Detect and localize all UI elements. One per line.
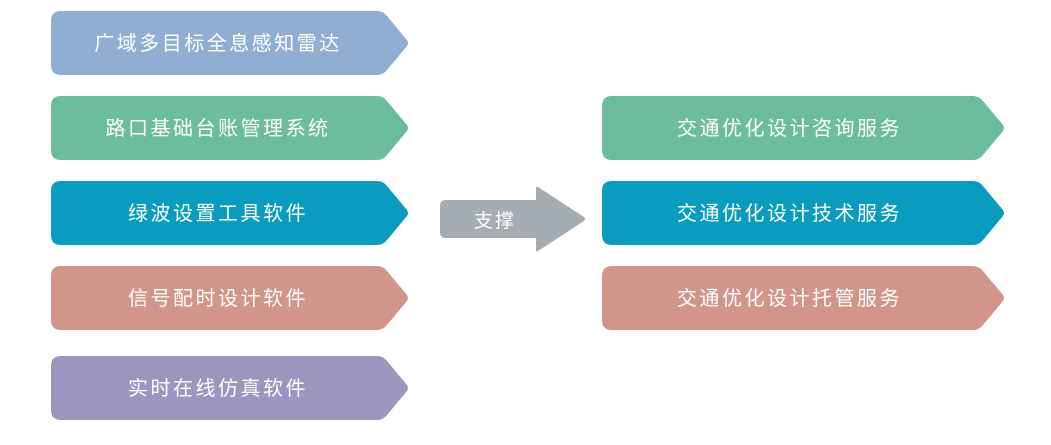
product-chevron-4[interactable]: 信号配时设计软件 bbox=[51, 266, 409, 330]
product-chevron-2-label: 路口基础台账管理系统 bbox=[105, 116, 331, 140]
chevron-shape bbox=[51, 96, 408, 160]
support-arrow-label: 支撑 bbox=[473, 209, 516, 232]
product-chevron-4-label: 信号配时设计软件 bbox=[128, 286, 308, 310]
chevron-shape bbox=[51, 356, 408, 420]
chevron-shape bbox=[602, 266, 1004, 330]
service-chevron-1-label: 交通优化设计咨询服务 bbox=[677, 116, 902, 140]
product-chevron-3[interactable]: 绿波设置工具软件 bbox=[51, 181, 409, 245]
chevron-shape bbox=[51, 11, 408, 75]
service-chevron-2[interactable]: 交通优化设计技术服务 bbox=[602, 181, 1005, 245]
chevron-shape bbox=[602, 96, 1004, 160]
product-chevron-5[interactable]: 实时在线仿真软件 bbox=[51, 356, 409, 420]
service-chevron-3[interactable]: 交通优化设计托管服务 bbox=[602, 266, 1005, 330]
chevron-shape bbox=[51, 266, 408, 330]
service-chevron-3-label: 交通优化设计托管服务 bbox=[677, 286, 902, 310]
chevron-shape bbox=[602, 181, 1004, 245]
product-chevron-2[interactable]: 路口基础台账管理系统 bbox=[51, 96, 409, 160]
product-chevron-5-label: 实时在线仿真软件 bbox=[128, 376, 308, 400]
product-chevron-1[interactable]: 广域多目标全息感知雷达 bbox=[51, 11, 409, 75]
product-chevron-1-label: 广域多目标全息感知雷达 bbox=[94, 31, 342, 55]
product-chevron-3-label: 绿波设置工具软件 bbox=[128, 201, 308, 225]
support-arrow[interactable]: 支撑 bbox=[440, 186, 586, 252]
service-chevron-1[interactable]: 交通优化设计咨询服务 bbox=[602, 96, 1005, 160]
chevron-shape bbox=[51, 181, 408, 245]
block-arrow-icon bbox=[440, 186, 585, 252]
service-chevron-2-label: 交通优化设计技术服务 bbox=[677, 201, 902, 225]
